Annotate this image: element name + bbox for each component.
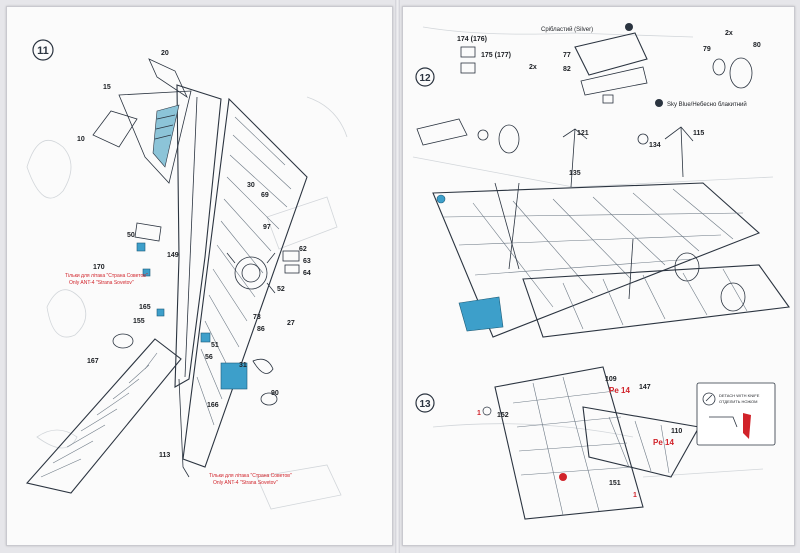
part-label: 175 (177) — [481, 52, 511, 59]
color-callout-silver: Срібластий (Silver) — [541, 23, 633, 33]
step-13-number: 13 — [419, 399, 431, 410]
loose-panel-50 — [134, 222, 162, 242]
color-callout-sky-blue: Sky Blue/Небесно блакитний — [655, 99, 747, 108]
part-label: 90 — [271, 390, 279, 397]
part-label: 77 — [563, 52, 571, 59]
step-11-drawing: 11 — [25, 39, 348, 510]
aircraft-assembly-12 — [432, 182, 790, 338]
part-label: 15 — [103, 84, 111, 91]
aircraft-assembly-13 — [494, 366, 700, 520]
blue-part-b — [142, 268, 151, 277]
lower-wing — [25, 338, 182, 494]
tail-fin — [92, 90, 192, 184]
part-label: 97 — [263, 224, 271, 231]
quantity-label: 2x — [725, 30, 733, 37]
part-label: 155 — [133, 318, 145, 325]
part-one-label: 1 — [633, 492, 637, 499]
part-label: 80 — [753, 42, 761, 49]
windscreen: 77 82 2x — [529, 32, 648, 104]
note-only-strana-sovetov-bottom: Тільки для літака "Страна Советов" Only … — [209, 473, 292, 486]
struts: 121 135 134 115 — [416, 118, 704, 188]
part-one-icon — [482, 406, 492, 416]
left-page: 11 — [6, 6, 393, 546]
part-label: 147 — [639, 384, 651, 391]
part-label: 121 — [577, 130, 589, 137]
right-page: 12 174 (176) 175 (177) 77 82 2x Срібласт… — [402, 6, 795, 546]
part-label: 165 — [139, 304, 151, 311]
part-label: 56 — [205, 354, 213, 361]
part-label: 86 — [257, 326, 265, 333]
step-11-badge: 11 — [32, 39, 54, 61]
step-13-part-labels: 109 147 152 110 151 1 Pe 14 Pe 14 1 — [477, 376, 682, 499]
part-label: 52 — [277, 286, 285, 293]
blue-part-c — [156, 308, 165, 317]
loose-prop — [252, 358, 274, 374]
fuselage — [148, 58, 222, 478]
material-label-pe14: Pe 14 — [609, 386, 630, 395]
part-label: 50 — [127, 232, 135, 239]
part-label: 113 — [159, 452, 170, 459]
upper-wing — [182, 97, 308, 468]
part-label: 109 — [605, 376, 617, 383]
part-label: 82 — [563, 66, 571, 73]
note-line-ua: Тільки для літака "Страна Советов" — [209, 473, 292, 479]
material-label-pe14: Pe 14 — [653, 438, 674, 447]
part-label: 10 — [77, 136, 85, 143]
step-13-badge: 13 — [415, 393, 435, 413]
part-175 — [460, 62, 476, 74]
steps-12-13-drawing: 12 174 (176) 175 (177) 77 82 2x Срібласт… — [412, 23, 790, 520]
blue-part-a — [136, 242, 146, 252]
loose-wheel — [260, 392, 278, 406]
part-label: 167 — [87, 358, 99, 365]
part-label: 63 — [303, 258, 311, 265]
loose-disc — [112, 333, 134, 349]
part-label: 152 — [497, 412, 509, 419]
part-label: 110 — [671, 428, 682, 435]
detach-callout: DETACH WITH KNIFE ОТДЕЛИТЬ НОЖОМ — [696, 382, 776, 446]
detach-marker — [743, 413, 751, 439]
part-label: 30 — [247, 182, 255, 189]
part-label: 27 — [287, 320, 295, 327]
part-label: 174 (176) — [457, 36, 487, 43]
page-fold — [395, 0, 400, 553]
part-label: 115 — [693, 130, 704, 137]
engine-assembly — [226, 250, 300, 294]
step-11-number: 11 — [37, 45, 49, 57]
part-one-label: 1 — [477, 410, 481, 417]
part-label: 20 — [161, 50, 169, 57]
quantity-label: 2x — [529, 64, 537, 71]
note-line-en: Only ANT-4 "Strana Sovetov" — [69, 280, 134, 286]
part-label: 79 — [703, 46, 711, 53]
color-label-sky-blue: Sky Blue/Небесно блакитний — [667, 101, 747, 108]
step-11-part-labels: 20 15 10 30 69 97 50 149 170 62 63 64 16… — [77, 50, 311, 459]
part-label: 151 — [609, 480, 621, 487]
step-12-badge: 12 — [415, 67, 435, 87]
part-label: 64 — [303, 270, 311, 277]
note-only-strana-sovetov-top: Тільки для літака "Страна Советов" Only … — [65, 273, 148, 286]
part-label: 170 — [93, 264, 105, 271]
note-line-ua: Тільки для літака "Страна Советов" — [65, 273, 148, 279]
part-label: 134 — [649, 142, 661, 149]
part-label: 166 — [207, 402, 219, 409]
note-line-en: Only ANT-4 "Strana Sovetov" — [213, 480, 278, 486]
blue-part-d — [200, 332, 211, 343]
part-label: 69 — [261, 192, 269, 199]
part-label: 31 — [239, 362, 247, 369]
wheels-79-80: 2x 79 80 — [703, 30, 761, 89]
part-label: 149 — [167, 252, 179, 259]
blue-part-panel — [220, 362, 248, 390]
detach-note-ua: ОТДЕЛИТЬ НОЖОМ — [719, 399, 757, 404]
part-label: 51 — [211, 342, 219, 349]
knife-icon — [702, 392, 716, 406]
part-174 — [460, 46, 476, 58]
part-label: 135 — [569, 170, 581, 177]
color-label-silver: Срібластий (Silver) — [541, 26, 593, 33]
step-12-number: 12 — [419, 73, 431, 84]
part-label: 73 — [253, 314, 261, 321]
detach-note-en: DETACH WITH KNIFE — [719, 393, 760, 398]
part-label: 62 — [299, 246, 307, 253]
